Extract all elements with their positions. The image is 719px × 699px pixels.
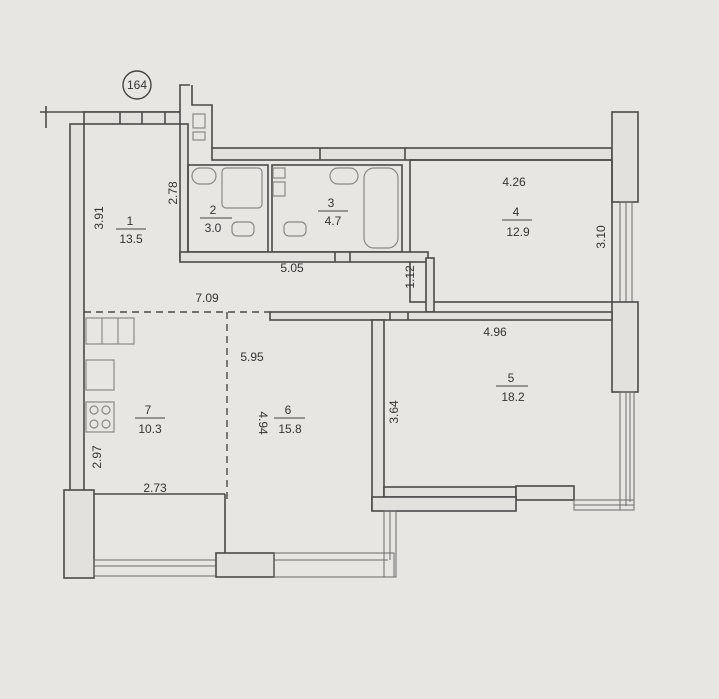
svg-text:3.0: 3.0 [205,221,222,235]
room-3: 3 4.7 [318,196,348,228]
svg-text:1: 1 [127,214,134,228]
axis-marker: 164 [122,70,152,100]
svg-text:6: 6 [285,403,292,417]
svg-text:13.5: 13.5 [119,232,143,246]
svg-text:12.9: 12.9 [506,225,530,239]
dimensions: 3.91 2.78 5.05 7.09 1.12 4.26 3.10 4.96 … [90,175,608,495]
room-4: 4 12.9 [502,205,532,239]
svg-text:18.2: 18.2 [501,390,525,404]
dim-5-95: 5.95 [240,350,264,364]
dim-4-26: 4.26 [502,175,526,189]
dim-4-94: 4.94 [256,411,270,435]
svg-text:4.7: 4.7 [325,214,342,228]
room-6: 6 15.8 [274,403,305,436]
walls [40,84,639,579]
svg-text:2: 2 [210,203,217,217]
svg-text:7: 7 [145,403,152,417]
room-7: 7 10.3 [135,403,165,436]
room-1: 1 13.5 [116,214,146,246]
dim-4-96: 4.96 [483,325,507,339]
svg-text:4: 4 [513,205,520,219]
dim-3-10: 3.10 [594,225,608,249]
dim-2-78: 2.78 [166,181,180,205]
dim-5-05: 5.05 [280,261,304,275]
dim-1-12: 1.12 [403,265,417,289]
room-2: 2 3.0 [200,203,232,235]
svg-text:3: 3 [328,196,335,210]
dim-3-64: 3.64 [387,400,401,424]
dim-2-73: 2.73 [143,481,167,495]
dim-3-91: 3.91 [92,206,106,230]
svg-text:164: 164 [127,78,147,92]
svg-text:5: 5 [508,371,515,385]
svg-text:10.3: 10.3 [138,422,162,436]
svg-text:15.8: 15.8 [278,422,302,436]
dim-2-97: 2.97 [90,445,104,469]
dim-7-09: 7.09 [195,291,219,305]
room-5: 5 18.2 [496,371,528,404]
